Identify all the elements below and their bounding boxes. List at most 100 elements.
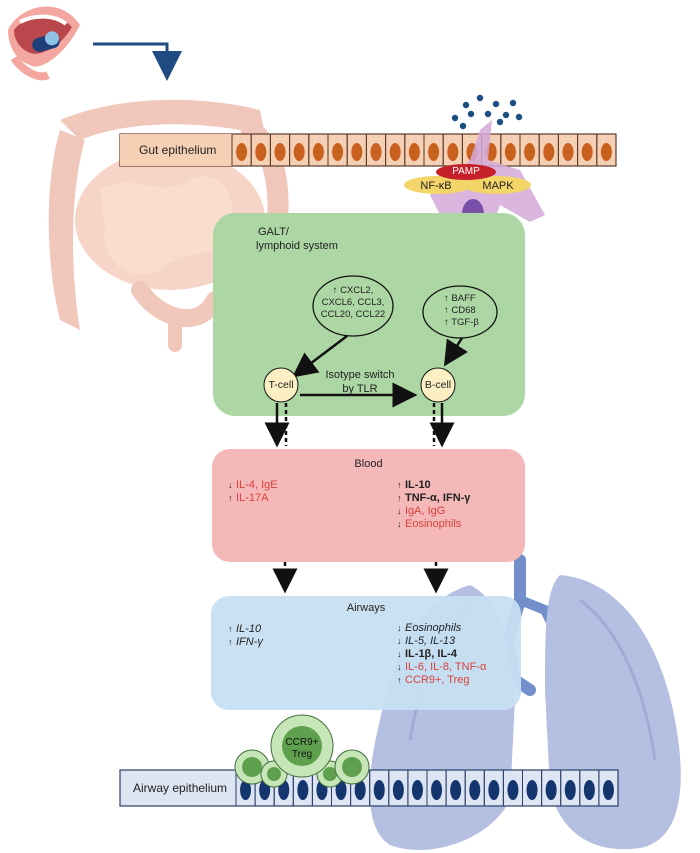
airway-cell-nucleus bbox=[488, 780, 500, 800]
airway-cell-nucleus bbox=[583, 780, 595, 800]
direction-arrow: ↓ bbox=[397, 649, 402, 659]
airway-cell-nucleus bbox=[354, 780, 366, 800]
airway-cell-nucleus bbox=[240, 780, 252, 800]
direction-arrow: ↑ bbox=[397, 675, 402, 685]
direction-arrow: ↓ bbox=[397, 623, 402, 633]
baff-text: ↑ BAFF ↑ CD68 ↑ TGF-β bbox=[444, 293, 479, 328]
chemokine-line3: CCL20, CCL22 bbox=[320, 309, 386, 320]
direction-arrow: ↑ bbox=[228, 624, 233, 634]
gut-epithelium bbox=[119, 133, 617, 167]
gut-cell-nucleus bbox=[255, 143, 267, 161]
marker-row: ↑CCR9+, Treg bbox=[397, 674, 486, 687]
gut-cell-nucleus bbox=[600, 143, 612, 161]
gut-cell-nucleus bbox=[312, 143, 324, 161]
blood-box bbox=[212, 449, 525, 562]
tcell-circle bbox=[263, 367, 299, 403]
airways-box bbox=[211, 596, 521, 710]
bacteria-dots bbox=[451, 94, 523, 130]
gut-cell-nucleus bbox=[408, 143, 420, 161]
nfkb-receptor bbox=[404, 176, 472, 194]
marker-text: Eosinophils bbox=[405, 518, 462, 530]
marker-text: IL-10 bbox=[405, 479, 431, 491]
galt-title-line1: GALT/ bbox=[258, 226, 289, 238]
direction-arrow: ↓ bbox=[397, 519, 402, 529]
marker-text: CCR9+, Treg bbox=[405, 674, 470, 686]
airway-cell-nucleus bbox=[545, 780, 557, 800]
gut-cell-nucleus bbox=[447, 143, 459, 161]
direction-arrow: ↓ bbox=[397, 636, 402, 646]
cd68-line: CD68 bbox=[451, 305, 476, 316]
marker-row: ↑IL-10 bbox=[228, 623, 263, 636]
gut-cell-nucleus bbox=[543, 143, 555, 161]
gut-cell-nucleus bbox=[524, 143, 536, 161]
direction-arrow: ↓ bbox=[228, 480, 233, 490]
blood-right-list: ↑IL-10↑TNF-α, IFN-γ↓IgA, IgG↓Eosinophils bbox=[397, 479, 470, 531]
marker-row: ↓IL-1β, IL-4 bbox=[397, 648, 486, 661]
blood-left-list: ↓IL-4, IgE↑IL-17A bbox=[228, 479, 278, 505]
airway-cell-nucleus bbox=[335, 780, 347, 800]
direction-arrow: ↓ bbox=[397, 506, 402, 516]
airway-cell-nucleus bbox=[431, 780, 443, 800]
gut-cell-nucleus bbox=[236, 143, 248, 161]
airway-cell bbox=[598, 769, 619, 807]
marker-text: IgA, IgG bbox=[405, 505, 446, 517]
marker-text: IL-17A bbox=[236, 492, 269, 504]
mapk-receptor bbox=[463, 176, 531, 194]
mouth-capsule-icon bbox=[8, 6, 80, 81]
isotype-switch-label: Isotype switch by TLR bbox=[315, 368, 405, 396]
airway-cell-nucleus bbox=[526, 780, 538, 800]
marker-row: ↓Eosinophils bbox=[397, 622, 486, 635]
nfkb-label: NF-κB bbox=[420, 180, 452, 192]
marker-row: ↓IL-5, IL-13 bbox=[397, 635, 486, 648]
airway-cell-nucleus bbox=[297, 780, 309, 800]
airway-cell-nucleus bbox=[469, 780, 481, 800]
bcell-circle bbox=[420, 367, 456, 403]
tgfb-line: TGF-β bbox=[451, 317, 479, 328]
airway-cell-nucleus bbox=[507, 780, 519, 800]
marker-text: IFN-γ bbox=[236, 636, 263, 648]
airways-title: Airways bbox=[346, 602, 386, 614]
blood-title: Blood bbox=[354, 458, 383, 470]
marker-row: ↑TNF-α, IFN-γ bbox=[397, 492, 470, 505]
marker-text: IL-4, IgE bbox=[236, 479, 278, 491]
direction-arrow: ↑ bbox=[228, 493, 233, 503]
chemokine-line1: CXCL2, bbox=[340, 285, 374, 296]
treg-label-line2: Treg bbox=[291, 749, 313, 760]
gut-cell-nucleus bbox=[428, 143, 440, 161]
treg-label: CCR9+ Treg bbox=[272, 737, 332, 761]
chemokine-ellipse bbox=[312, 275, 394, 337]
direction-arrow: ↑ bbox=[397, 480, 402, 490]
gut-cell-nucleus bbox=[274, 143, 286, 161]
gut-cell-nucleus bbox=[293, 143, 305, 161]
baff-ellipse bbox=[422, 285, 498, 339]
gut-cell-nucleus bbox=[332, 143, 344, 161]
chemokine-text: ↑ CXCL2, CXCL6, CCL3, CCL20, CCL22 bbox=[313, 285, 393, 321]
gut-cell-nucleus bbox=[370, 143, 382, 161]
gut-cell-nucleus bbox=[504, 143, 516, 161]
marker-text: IL-6, IL-8, TNF-α bbox=[405, 661, 487, 673]
isotype-line2: by TLR bbox=[342, 383, 378, 395]
bcell-label: B-cell bbox=[424, 379, 452, 391]
marker-text: IL-10 bbox=[236, 623, 262, 635]
ingestion-arrow bbox=[93, 42, 182, 81]
airway-epithelium-label: Airway epithelium bbox=[133, 781, 228, 795]
pamp-molecule bbox=[436, 164, 496, 180]
marker-text: IL-5, IL-13 bbox=[405, 635, 456, 647]
direction-arrow: ↑ bbox=[228, 637, 233, 647]
marker-text: TNF-α, IFN-γ bbox=[405, 492, 471, 504]
gut-cell-nucleus bbox=[581, 143, 593, 161]
airways-left-list: ↑IL-10↑IFN-γ bbox=[228, 623, 263, 649]
marker-row: ↓IL-4, IgE bbox=[228, 479, 278, 492]
airway-cell-nucleus bbox=[602, 780, 614, 800]
marker-text: Eosinophils bbox=[405, 622, 462, 634]
airway-cell-nucleus bbox=[392, 780, 404, 800]
airway-cell-nucleus bbox=[373, 780, 385, 800]
pamp-label: PAMP bbox=[452, 166, 480, 177]
airway-cell-nucleus bbox=[411, 780, 423, 800]
marker-text: IL-1β, IL-4 bbox=[405, 648, 457, 660]
gut-epithelium-label: Gut epithelium bbox=[139, 143, 217, 157]
mapk-label: MAPK bbox=[482, 180, 514, 192]
gut-cell-nucleus bbox=[389, 143, 401, 161]
marker-row: ↓IL-6, IL-8, TNF-α bbox=[397, 661, 486, 674]
